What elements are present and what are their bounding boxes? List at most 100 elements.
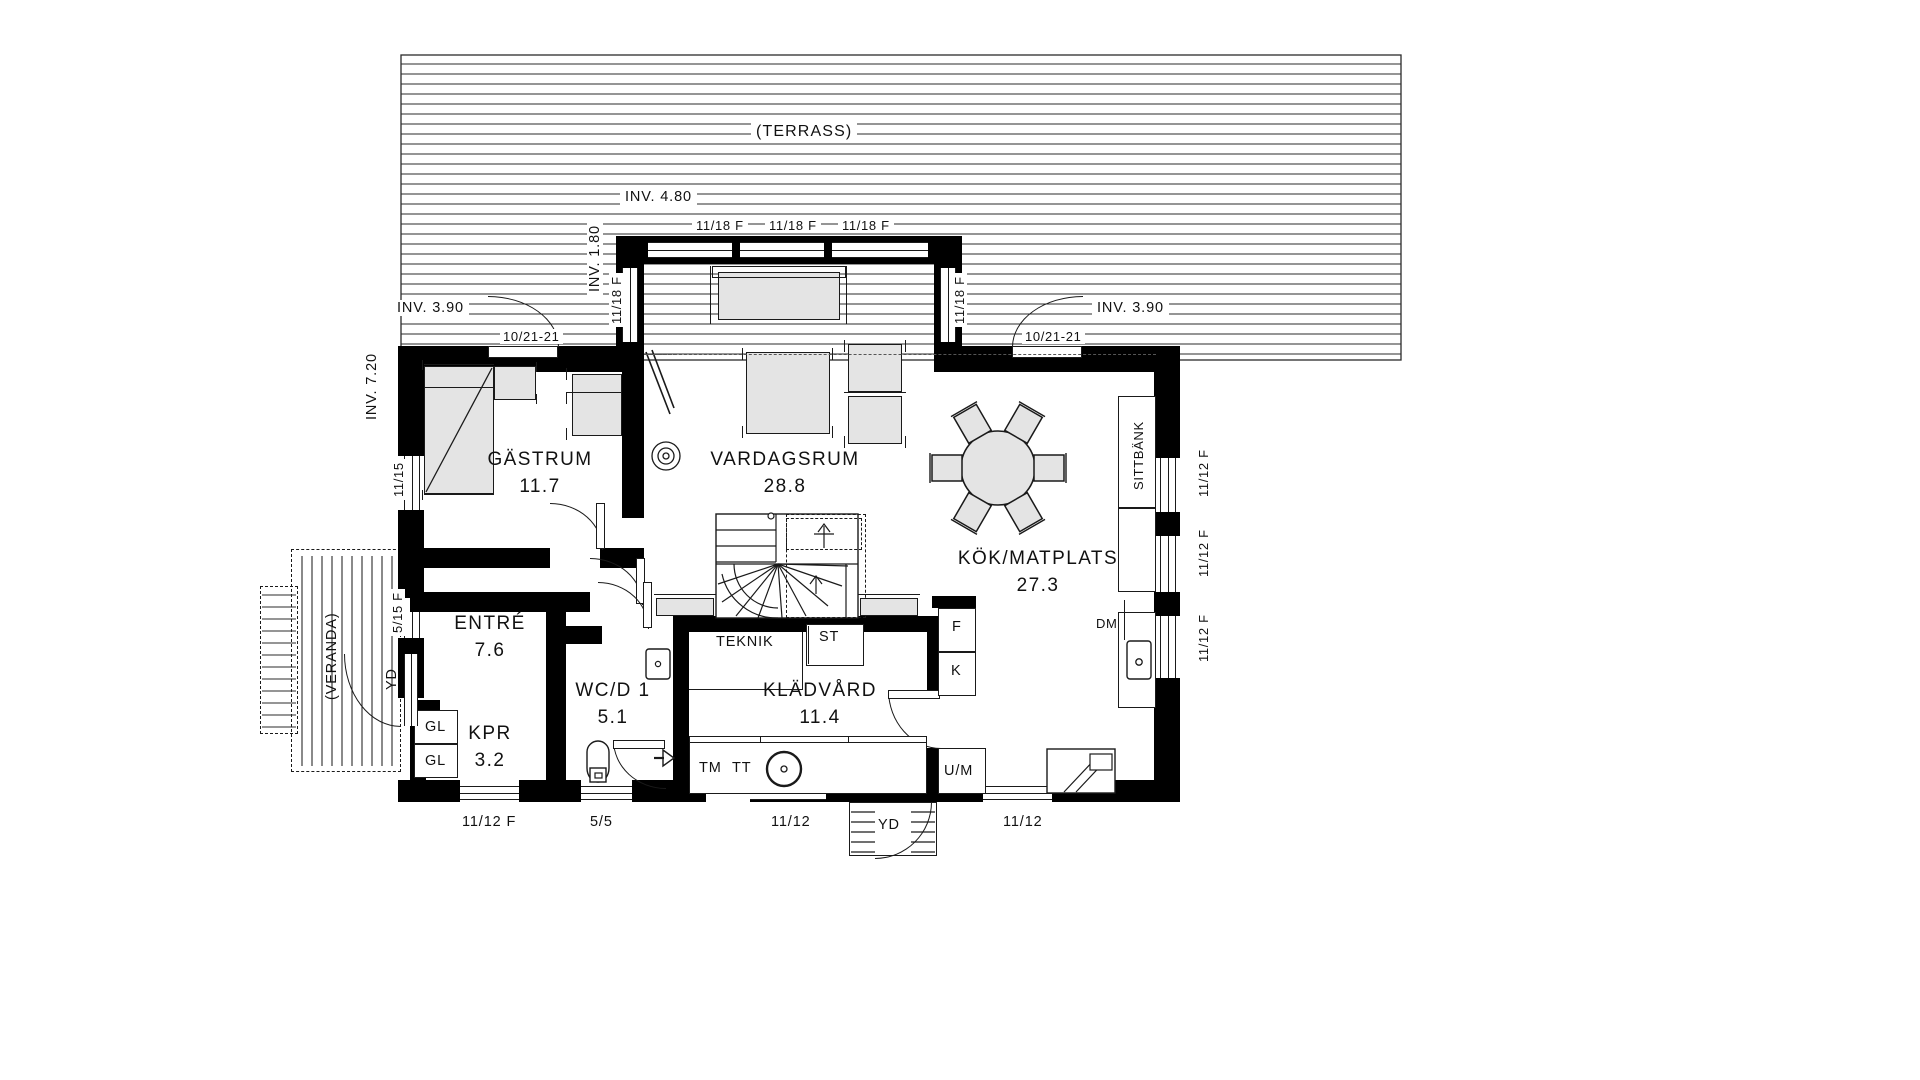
room-kok-name: KÖK/MATPLATS bbox=[957, 548, 1119, 569]
wall-wc-north-spur bbox=[566, 626, 602, 644]
window-left-1115 bbox=[404, 456, 420, 510]
veranda-step-outline bbox=[260, 586, 298, 734]
ceiling-fixture-icon bbox=[651, 441, 681, 471]
gastrum-wardrobe-rail bbox=[566, 392, 622, 394]
window-left-1115-label: 11/15 bbox=[391, 459, 406, 500]
laundry-counter bbox=[689, 736, 927, 794]
veranda-label: (VERANDA) bbox=[324, 612, 340, 700]
gastrum-bed-tick-l bbox=[422, 360, 424, 370]
gastrum-wardrobe bbox=[572, 374, 622, 436]
bench-left-rail bbox=[654, 594, 716, 596]
um-unit bbox=[938, 748, 986, 794]
freezer-label: K bbox=[951, 663, 962, 679]
laundry-sink-icon bbox=[765, 750, 803, 788]
gastrum-bed-dim-top bbox=[424, 364, 494, 366]
living-coffee-table bbox=[746, 352, 830, 434]
plan-centerline bbox=[644, 354, 1156, 355]
wall-gastrum-south-a bbox=[410, 548, 550, 568]
room-entre: ENTRÉ 7.6 bbox=[405, 611, 575, 665]
dimension-inv-720: INV. 7.20 bbox=[364, 349, 380, 424]
window-right-3 bbox=[1160, 616, 1176, 678]
window-bottom-3-label: 11/12 bbox=[771, 814, 811, 830]
wall-entre-north-run bbox=[410, 592, 590, 612]
wall-fridge-column-top bbox=[932, 596, 976, 608]
wall-left-outer bbox=[398, 346, 424, 456]
dishwasher-label: DM bbox=[1096, 616, 1118, 631]
um-label: U/M bbox=[944, 763, 974, 779]
teknik-box bbox=[689, 632, 803, 690]
window-bottom-4-label: 11/12 bbox=[1003, 814, 1043, 830]
toilet-icon bbox=[586, 740, 610, 783]
gastrum-nightstand-tick-b bbox=[536, 394, 538, 404]
room-vardagsrum-name: VARDAGSRUM bbox=[710, 449, 860, 470]
sittbank-bench bbox=[1118, 396, 1156, 508]
room-wc-d-1: WC/D 1 5.1 bbox=[538, 678, 688, 732]
laundry-counter-seam-b bbox=[848, 736, 850, 743]
washer-label: TM bbox=[699, 760, 722, 776]
living-sofa-tick-r bbox=[846, 266, 848, 324]
kpr-gl-upper bbox=[414, 710, 458, 744]
room-kok-area: 27.3 bbox=[1016, 575, 1060, 596]
kpr-gl-upper-label: GL bbox=[425, 719, 447, 735]
room-entre-area: 7.6 bbox=[474, 640, 506, 661]
gastrum-wardrobe-tick-a bbox=[566, 368, 568, 380]
veranda-steps bbox=[262, 594, 296, 728]
laundry-counter-seam-a bbox=[760, 736, 762, 743]
bench-left-of-stair bbox=[656, 598, 714, 616]
window-right-2 bbox=[1160, 536, 1176, 592]
living-armchair-divider bbox=[844, 392, 906, 394]
wall-gastrum-east bbox=[622, 346, 644, 518]
fridge-box bbox=[938, 608, 976, 652]
room-kladvard-name: KLÄDVÅRD bbox=[763, 680, 877, 701]
gastrum-wardrobe-tick-c bbox=[566, 392, 568, 404]
stair-outline-dashed bbox=[786, 514, 866, 618]
dryer-label: TT bbox=[732, 760, 752, 776]
yd-bottom-steps bbox=[851, 811, 875, 853]
window-top-a bbox=[648, 242, 732, 258]
dimension-inv-390-right: INV. 3.90 bbox=[1092, 300, 1169, 316]
window-bottom-2 bbox=[581, 786, 632, 800]
room-vardagsrum: VARDAGSRUM 28.8 bbox=[685, 447, 885, 501]
living-armchair-bottom bbox=[848, 396, 902, 444]
yd-bottom-label: YD bbox=[875, 817, 903, 833]
living-sofa-back bbox=[712, 266, 846, 278]
living-sofa-tick-l bbox=[710, 266, 712, 324]
room-gastrum-name: GÄSTRUM bbox=[487, 449, 593, 470]
window-bottom-4 bbox=[983, 786, 1052, 800]
dimension-inv-390-left: INV. 3.90 bbox=[392, 300, 469, 316]
gastrum-nightstand bbox=[494, 366, 536, 400]
door-top-left-label: 10/21-21 bbox=[500, 329, 563, 344]
window-bottom-2-label: 5/5 bbox=[590, 814, 613, 830]
living-armchair-top bbox=[848, 344, 902, 392]
room-kladvard-area: 11.4 bbox=[799, 707, 841, 728]
door-gastrum-leaf bbox=[596, 503, 605, 549]
living-armchair-tick-l2 bbox=[844, 436, 846, 448]
st-box-inner bbox=[808, 626, 862, 664]
room-entre-name: ENTRÉ bbox=[454, 613, 526, 634]
kitchen-sink-icon bbox=[1126, 640, 1152, 680]
door-top-right-label: 10/21-21 bbox=[1022, 329, 1085, 344]
window-right-1-label: 11/12 F bbox=[1196, 446, 1211, 500]
dm-leader bbox=[1124, 600, 1126, 640]
freezer-box bbox=[938, 652, 976, 696]
staircase bbox=[715, 512, 859, 619]
kitchen-counter-right-a bbox=[1118, 508, 1156, 592]
wall-wc-east bbox=[673, 616, 689, 802]
room-kpr-area: 3.2 bbox=[474, 750, 506, 771]
gastrum-bed-diagonal bbox=[425, 367, 493, 493]
gastrum-bed-dim-bottom bbox=[424, 494, 494, 496]
window-top-b-label: 11/18 F bbox=[765, 218, 821, 233]
room-kok-matplats: KÖK/MATPLATS 27.3 bbox=[928, 546, 1148, 600]
room-kladvard: KLÄDVÅRD 11.4 bbox=[730, 678, 910, 732]
living-sofa bbox=[718, 272, 840, 320]
door-top-right-leaf bbox=[1012, 346, 1082, 358]
terrace-decking bbox=[400, 54, 1402, 361]
sittbank-label: SITTBÄNK bbox=[1131, 421, 1146, 490]
dining-table-set bbox=[929, 401, 1067, 535]
gastrum-bed-tick-l2 bbox=[422, 490, 424, 500]
living-table-tick-bl bbox=[742, 426, 744, 438]
living-table-tick-br bbox=[832, 426, 834, 438]
wall-bottom-1 bbox=[398, 780, 460, 802]
room-wc-area: 5.1 bbox=[597, 707, 629, 728]
